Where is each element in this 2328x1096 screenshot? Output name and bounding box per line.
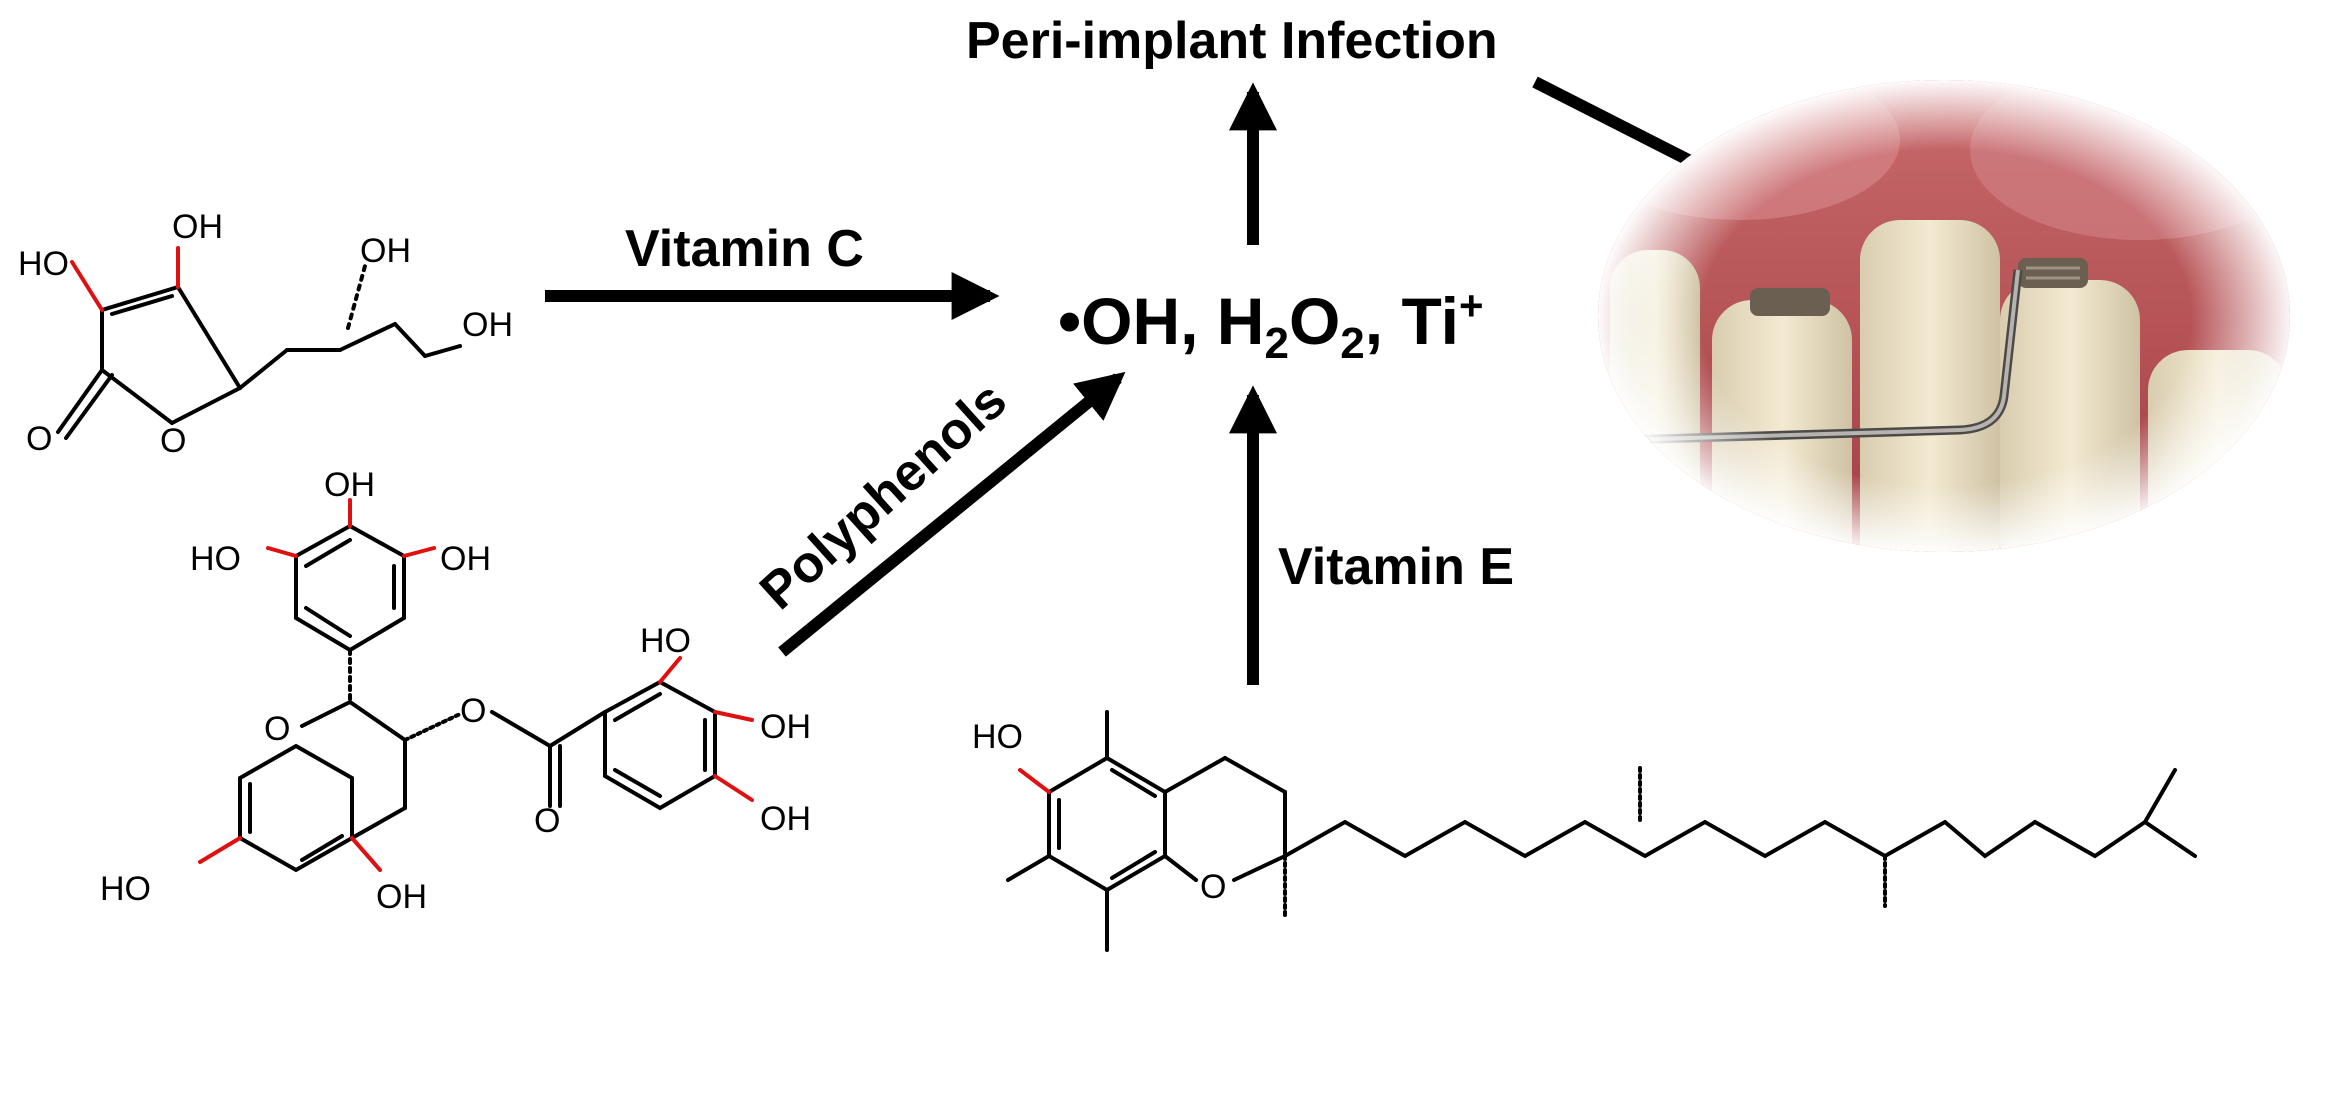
vitamin-e-structure: HO O xyxy=(972,710,2197,952)
svg-text:HO: HO xyxy=(190,540,241,578)
implant-photo xyxy=(1598,80,2290,552)
svg-text:HO: HO xyxy=(100,870,151,908)
svg-text:O: O xyxy=(460,692,486,730)
vitamin-c-label: Vitamin C xyxy=(625,220,864,278)
svg-text:HO: HO xyxy=(972,718,1023,756)
polyphenols-arrow xyxy=(778,371,1126,657)
svg-text:OH: OH xyxy=(440,540,491,578)
svg-text:OH: OH xyxy=(324,466,375,504)
svg-text:OH: OH xyxy=(376,878,427,916)
atom-o: O xyxy=(26,420,52,458)
atom-oh: OH xyxy=(462,306,513,344)
atom-o: O xyxy=(160,422,186,460)
svg-text:OH: OH xyxy=(760,800,811,838)
polyphenol-structure: OH HO OH O O HO OH O HO OH OH xyxy=(100,466,811,916)
atom-ho: HO xyxy=(18,245,69,283)
vitamin-c-structure: HO OH OH OH O O xyxy=(18,208,513,460)
svg-text:HO: HO xyxy=(640,622,691,660)
peri-implant-label: Peri-implant Infection xyxy=(966,12,1498,70)
svg-text:O: O xyxy=(1200,868,1226,906)
atom-oh: OH xyxy=(172,208,223,246)
svg-text:OH: OH xyxy=(760,708,811,746)
svg-text:O: O xyxy=(264,710,290,748)
vitamin-e-label: Vitamin E xyxy=(1278,538,1514,596)
svg-text:O: O xyxy=(534,802,560,840)
atom-oh: OH xyxy=(360,232,411,270)
reactive-species-label: •OH, H2O2, Ti+ xyxy=(1058,282,1483,368)
